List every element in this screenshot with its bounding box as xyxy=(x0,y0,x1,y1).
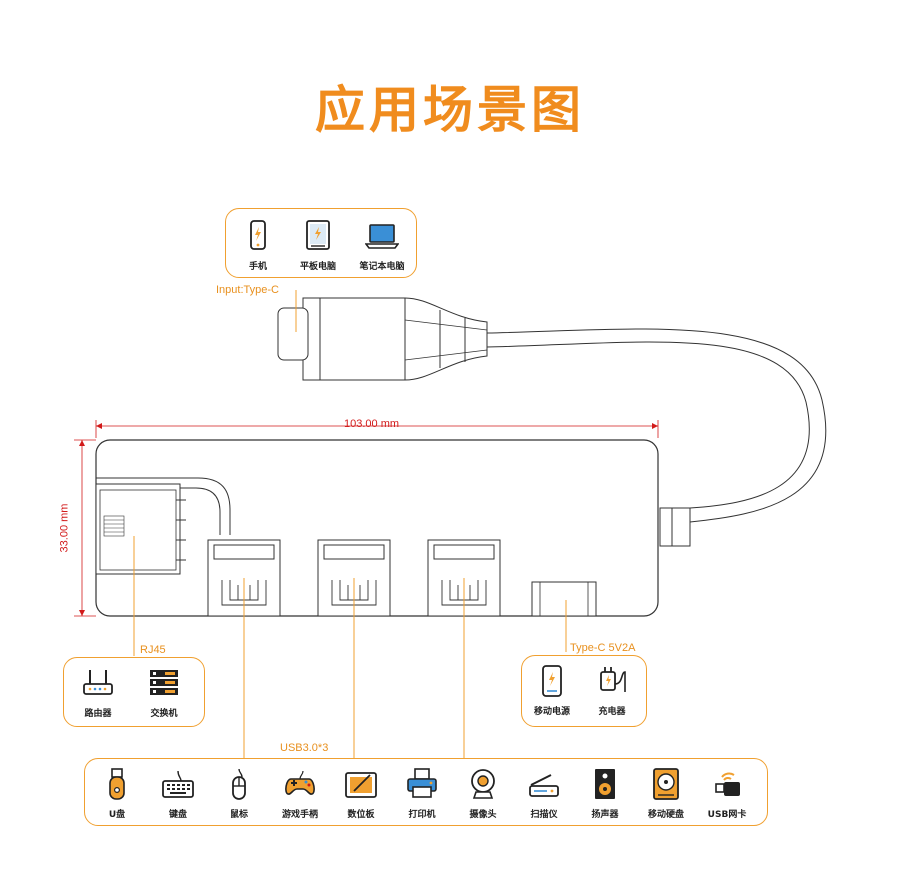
device-speaker: 扬声器 xyxy=(573,767,637,820)
power-bank-icon xyxy=(542,665,562,697)
scanner-icon xyxy=(529,774,559,797)
device-laptop: 笔记本电脑 xyxy=(350,219,414,272)
usb-devices-box: U盘 键盘 鼠标 游戏手柄 xyxy=(84,758,768,826)
device-label: USB网卡 xyxy=(707,810,747,820)
keyboard-icon xyxy=(162,770,194,798)
device-label: 笔记本电脑 xyxy=(359,262,405,272)
rj45-devices-box: 路由器 交换机 xyxy=(63,657,205,727)
device-label: 扫描仪 xyxy=(530,810,558,820)
device-mouse: 鼠标 xyxy=(207,767,271,820)
device-tablet: 平板电脑 xyxy=(286,219,350,272)
device-label: 鼠标 xyxy=(229,810,248,820)
device-gamepad: 游戏手柄 xyxy=(268,767,332,820)
device-usb-drive: U盘 xyxy=(85,767,149,820)
device-label: 交换机 xyxy=(150,709,178,719)
device-phone: 手机 xyxy=(226,219,290,272)
width-dimension-label: 103.00 mm xyxy=(344,418,400,430)
rj45-label: RJ45 xyxy=(140,644,166,656)
mouse-icon xyxy=(232,768,246,800)
device-label: 移动电源 xyxy=(533,707,570,717)
usb-label: USB3.0*3 xyxy=(280,742,329,754)
device-label: 平板电脑 xyxy=(299,262,336,272)
device-charger: 充电器 xyxy=(580,664,644,717)
device-label: 键盘 xyxy=(168,810,187,820)
phone-icon xyxy=(250,220,266,250)
switch-icon xyxy=(150,670,178,695)
typec-devices-box: 移动电源 充电器 xyxy=(521,655,647,727)
printer-icon xyxy=(407,768,437,798)
drawing-tablet-icon xyxy=(345,772,377,798)
laptop-icon xyxy=(365,224,399,249)
charger-icon xyxy=(600,667,626,692)
usb-wifi-icon xyxy=(715,772,740,796)
speaker-icon xyxy=(595,769,615,799)
device-label: 摄像头 xyxy=(469,810,497,820)
input-label: Input:Type-C xyxy=(216,284,279,296)
device-keyboard: 键盘 xyxy=(146,767,210,820)
device-drawing-tablet: 数位板 xyxy=(329,767,393,820)
usb-drive-icon xyxy=(109,768,125,800)
tablet-icon xyxy=(306,220,330,250)
device-label: 扬声器 xyxy=(591,810,619,820)
router-icon xyxy=(83,670,113,695)
device-usb-wifi: USB网卡 xyxy=(695,767,759,820)
device-label: 游戏手柄 xyxy=(281,810,318,820)
device-label: 路由器 xyxy=(84,709,112,719)
device-power-bank: 移动电源 xyxy=(520,664,584,717)
webcam-icon xyxy=(471,769,495,799)
device-switch: 交换机 xyxy=(132,666,196,719)
gamepad-icon xyxy=(285,770,315,795)
device-label: 数位板 xyxy=(347,810,375,820)
device-label: 充电器 xyxy=(598,707,626,717)
hard-drive-icon xyxy=(653,768,679,800)
height-dimension-label: 33.00 mm xyxy=(58,503,71,553)
typec-label: Type-C 5V2A xyxy=(570,642,636,654)
device-router: 路由器 xyxy=(66,666,130,719)
input-devices-box: 手机 平板电脑 笔记本电脑 xyxy=(225,208,417,278)
device-scanner: 扫描仪 xyxy=(512,767,576,820)
page-title: 应用场景图 xyxy=(315,81,585,139)
device-webcam: 摄像头 xyxy=(451,767,515,820)
device-label: 打印机 xyxy=(408,810,436,820)
device-hard-drive: 移动硬盘 xyxy=(634,767,698,820)
device-printer: 打印机 xyxy=(390,767,454,820)
device-label: 手机 xyxy=(248,262,267,272)
device-label: 移动硬盘 xyxy=(647,810,684,820)
device-label: U盘 xyxy=(108,810,126,820)
